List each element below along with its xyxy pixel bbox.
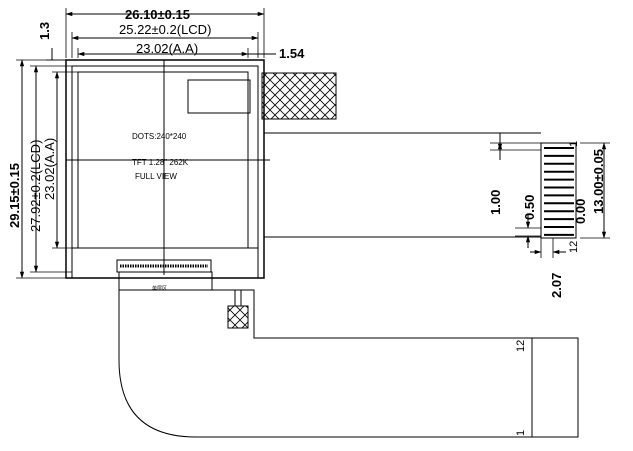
right-offset-label: 1.54 bbox=[279, 46, 305, 61]
outline-height-label: 29.15±0.15 bbox=[7, 163, 22, 228]
fpc-pads bbox=[540, 142, 577, 239]
pad-pin-first: 1 bbox=[568, 141, 580, 147]
lcd-labels: DOTS:240*240 TFT 1.28" 262K FULL VIEW bbox=[132, 132, 189, 181]
lower-pin-last: 12 bbox=[515, 340, 527, 352]
module-outline bbox=[65, 59, 270, 279]
top-dimensions: 26.10±0.15 25.22±0.2(LCD) 23.02(A.A) 1.5… bbox=[65, 7, 305, 61]
fpc-top-window bbox=[187, 79, 251, 114]
pad-gap-label: 2.07 bbox=[549, 273, 564, 298]
lcd-height-label: 27.92±0.2(LCD) bbox=[28, 140, 43, 232]
pad-dimensions: 1.00 0.50 2.07 13.00±0.05 0.00 bbox=[488, 133, 610, 298]
fpc-tail-lines bbox=[264, 132, 541, 238]
top-offset-dimension: 1.3 bbox=[37, 22, 66, 61]
aa-height-label: 23.02(A.A) bbox=[42, 138, 57, 200]
fpc-top-hatched bbox=[261, 72, 337, 120]
lower-pin-first: 1 bbox=[515, 430, 527, 436]
view-label: FULL VIEW bbox=[135, 172, 177, 181]
pitch-label: 1.00 bbox=[488, 190, 503, 215]
pin-numbers: 1 12 12 1 bbox=[515, 141, 580, 436]
stiffener-label: 单层区 bbox=[152, 285, 167, 292]
pad-width-label: 0.50 bbox=[522, 195, 537, 220]
aa-width-label: 23.02(A.A) bbox=[136, 41, 198, 56]
left-dimensions: 29.15±0.15 27.92±0.2(LCD) 23.02(A.A) bbox=[7, 59, 78, 279]
outline-width-label: 26.10±0.15 bbox=[125, 7, 190, 22]
lcd-width-label: 25.22±0.2(LCD) bbox=[119, 22, 211, 37]
tft-label: TFT 1.28" 262K bbox=[132, 158, 189, 167]
zero-label: 0.00 bbox=[573, 199, 588, 224]
lower-fpc: 单层区 bbox=[118, 271, 579, 438]
fpc-width-label: 13.00±0.05 bbox=[591, 149, 606, 214]
top-offset-label: 1.3 bbox=[37, 22, 52, 40]
pad-pin-last: 12 bbox=[568, 241, 580, 253]
dots-label: DOTS:240*240 bbox=[132, 132, 187, 141]
